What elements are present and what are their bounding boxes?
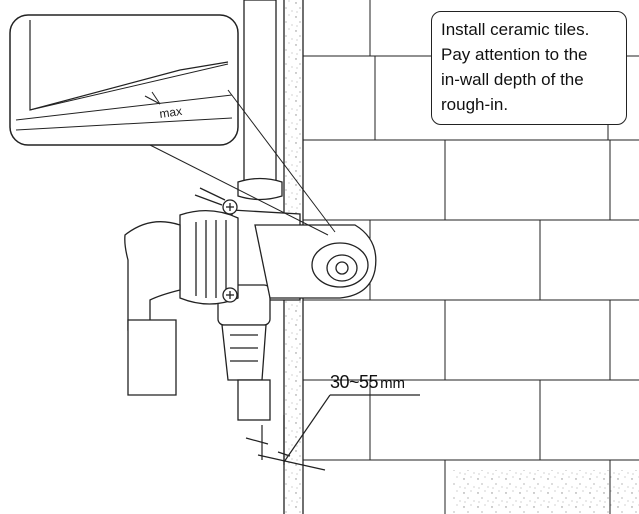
depth-dimension-value: 30~55 <box>330 372 379 392</box>
instruction-callout: Install ceramic tiles. Pay attention to … <box>431 11 627 125</box>
dimension-marker <box>245 394 420 471</box>
floor-tile <box>452 470 639 514</box>
callout-line-1: Install ceramic tiles. <box>441 20 590 39</box>
inset-max-mark: max <box>158 104 182 121</box>
inset-leader-lines <box>149 89 336 236</box>
supply-pipe <box>237 0 283 201</box>
inset-detail <box>9 14 239 146</box>
callout-line-2: Pay attention to the <box>441 45 588 64</box>
callout-line-3: in-wall depth of the <box>441 70 584 89</box>
depth-dimension-unit: mm <box>380 375 406 392</box>
callout-line-4: rough-in. <box>441 95 509 114</box>
valve-assembly <box>124 187 377 421</box>
